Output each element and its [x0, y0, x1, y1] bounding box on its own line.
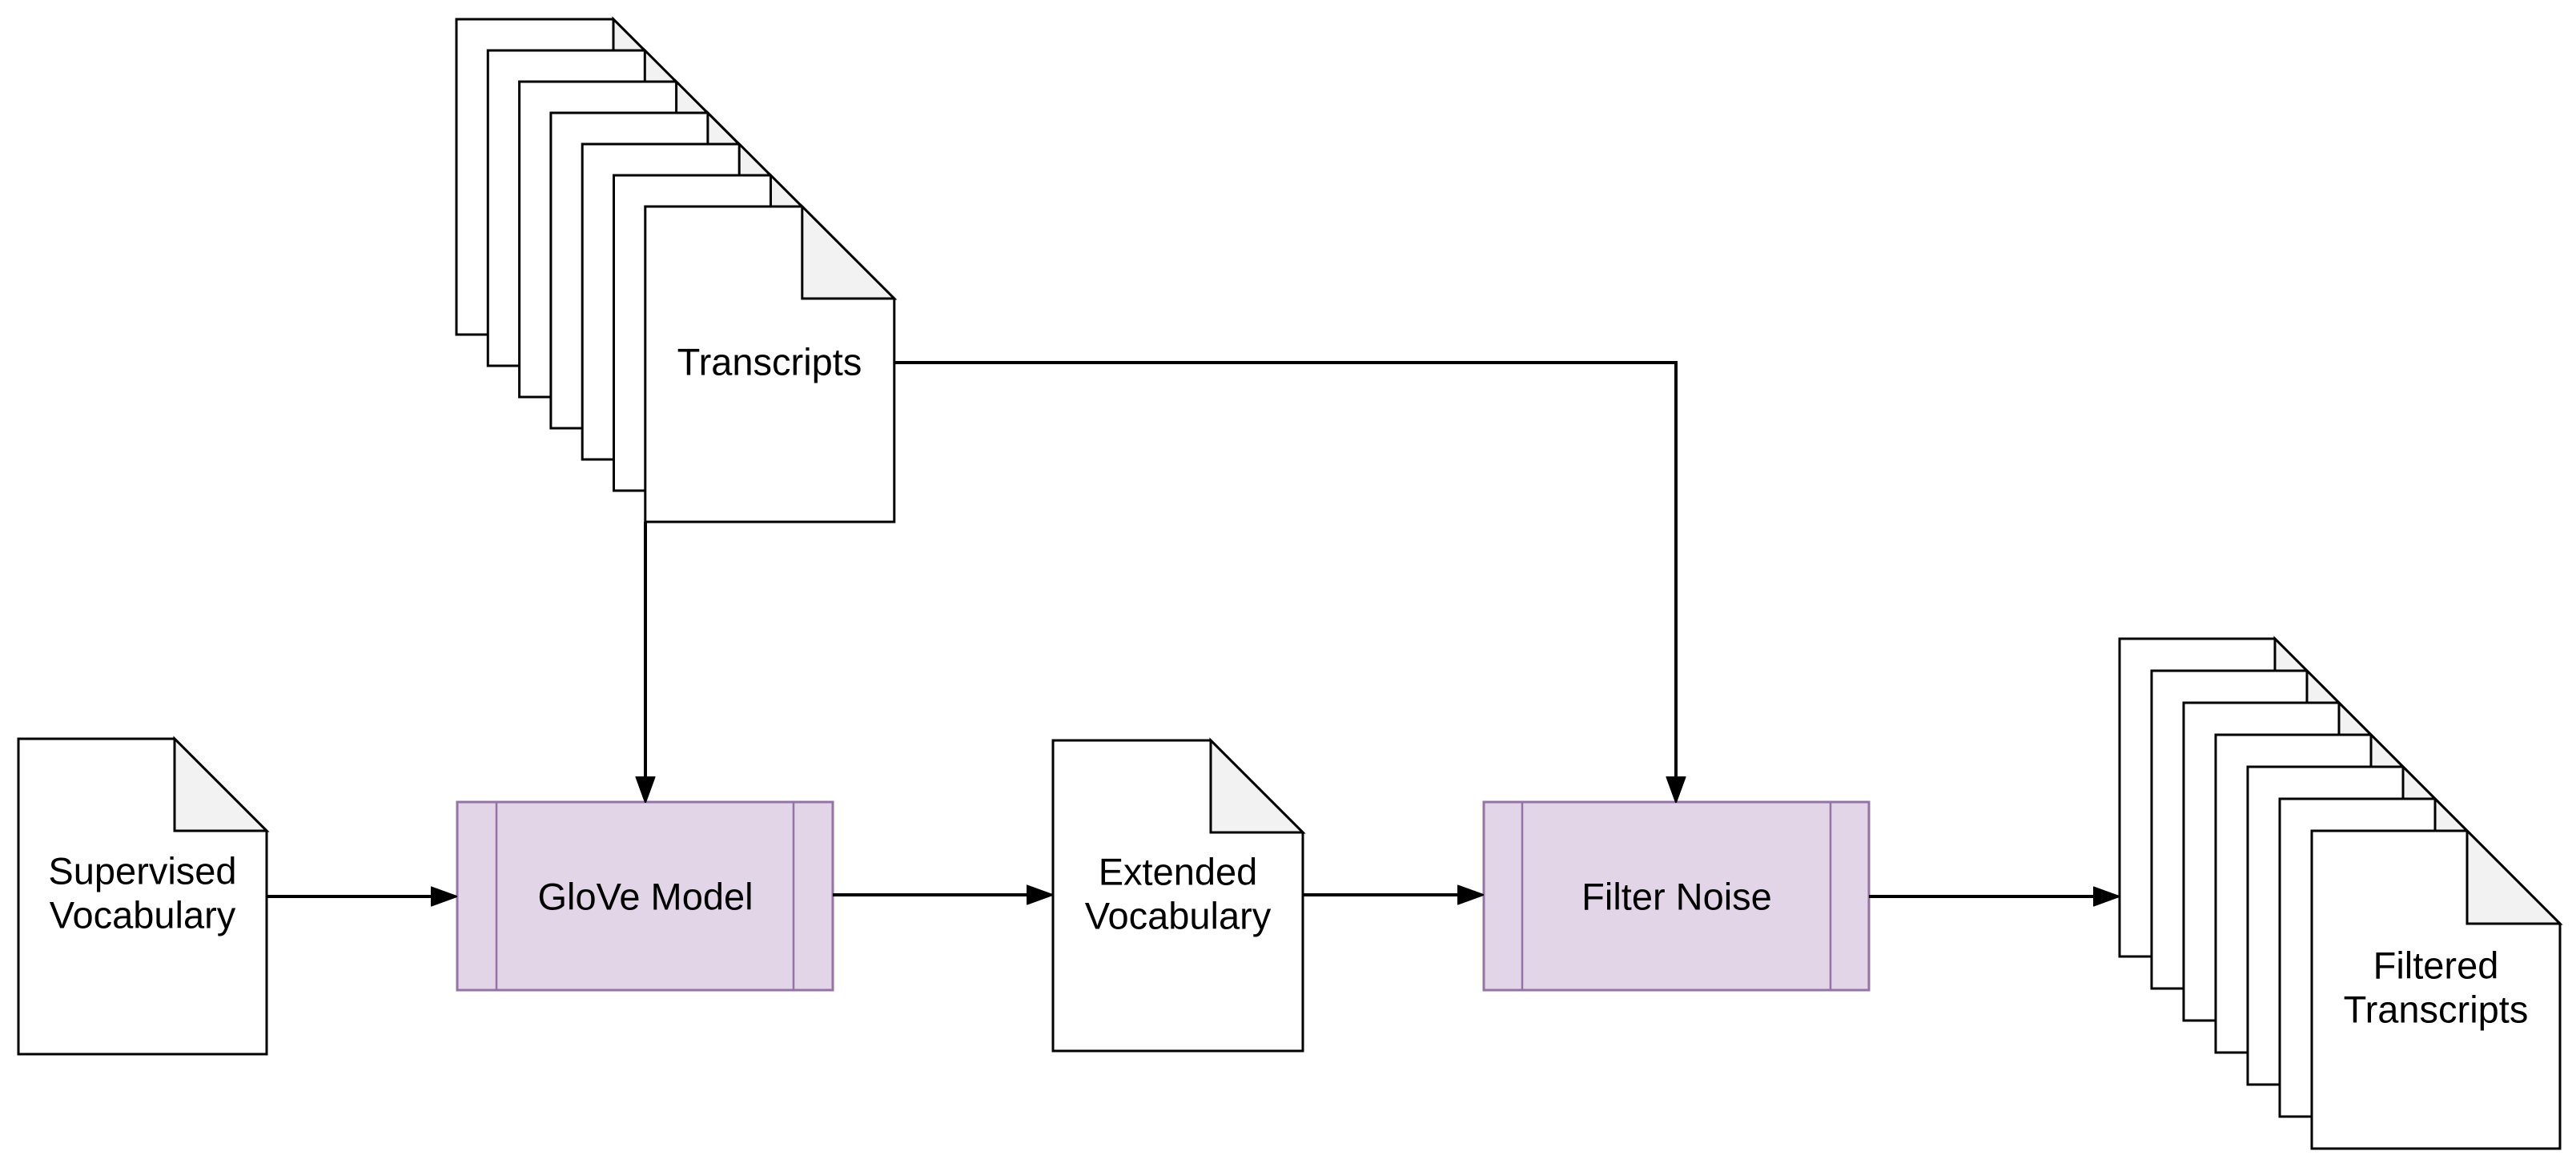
folded-corner-shape [2465, 828, 2563, 925]
edge-transcripts-to-filter-noise [895, 361, 1676, 800]
node-filter-noise [1482, 800, 1871, 992]
folded-corner-shape [1209, 737, 1306, 834]
node-filtered-transcripts [2118, 636, 2563, 1150]
document-page-shape [17, 737, 268, 1056]
document-page-shape [644, 205, 896, 523]
node-glove-model [456, 800, 834, 992]
document-page-shape [1051, 739, 1304, 1053]
document-page-shape [2310, 829, 2562, 1150]
node-transcripts [455, 16, 898, 523]
node-supervised-vocabulary [17, 736, 270, 1056]
process-box-shape [456, 800, 834, 992]
process-box-shape [1482, 800, 1871, 992]
folded-corner-shape [801, 203, 898, 300]
folded-corner-shape [173, 736, 270, 832]
node-extended-vocabulary [1051, 737, 1306, 1053]
